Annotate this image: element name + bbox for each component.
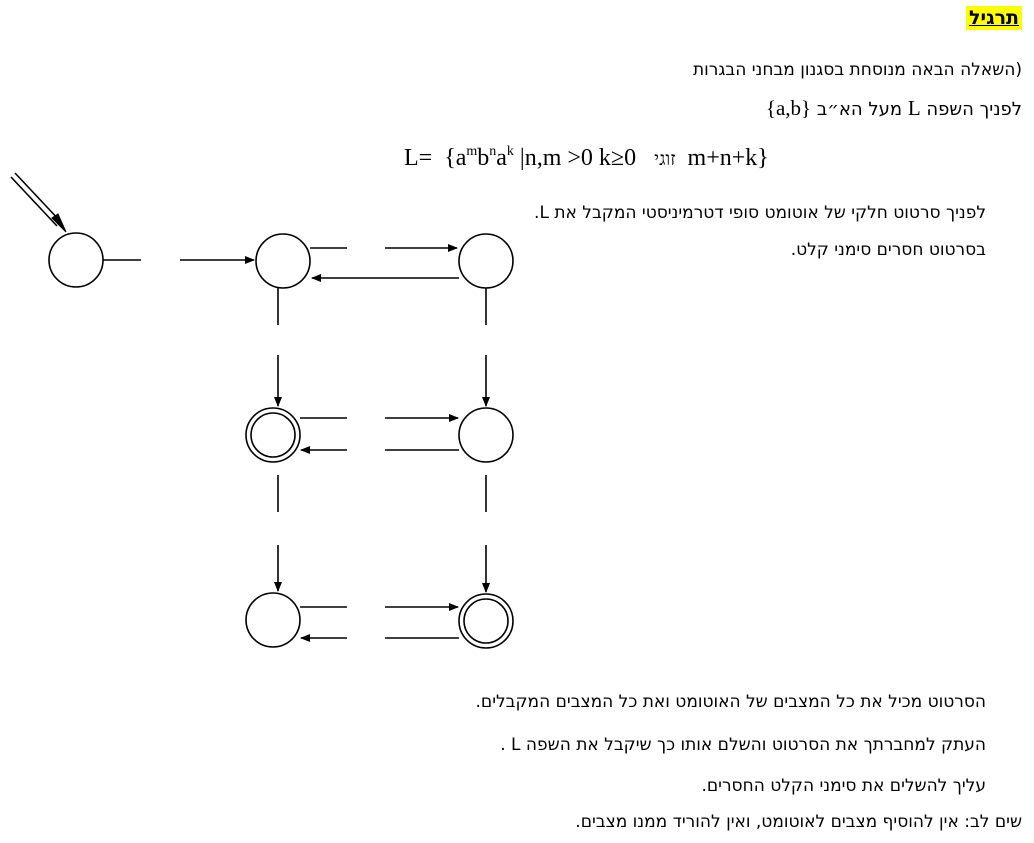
exercise-title: תרגיל bbox=[966, 6, 1022, 30]
state-r2c1-inner bbox=[250, 412, 296, 458]
formula-a: a bbox=[496, 145, 507, 171]
instruction-line-4: שים לב: אין להוסיף מצבים לאוטומט, ואין ל… bbox=[575, 812, 1022, 832]
state-r1c1 bbox=[255, 233, 311, 289]
alphabet-set: {a,b} bbox=[765, 96, 812, 120]
state-r2c2 bbox=[458, 407, 514, 463]
alphabet-prefix: לפניך השפה bbox=[926, 99, 1022, 120]
alphabet-line: לפניך השפה L מעל הא״ב {a,b} bbox=[766, 96, 1022, 121]
alphabet-middle: מעל הא״ב bbox=[816, 99, 903, 120]
formula-lhs: L= bbox=[404, 145, 433, 171]
language-formula: L= {ambnak |n,m >0 k≥0 זוגי m+n+k} bbox=[404, 144, 769, 172]
intro-line: (השאלה הבאה מנוסחת בסגנון מבחני הבגרות bbox=[692, 60, 1022, 80]
state-r3c2-inner bbox=[463, 598, 509, 644]
state-r3c2-accepting bbox=[458, 593, 514, 649]
formula-condition: |n,m >0 k≥0 bbox=[519, 145, 637, 171]
state-r1c2 bbox=[458, 233, 514, 289]
instruction-line-3: עליך להשלים את סימני הקלט החסרים. bbox=[701, 776, 986, 796]
state-start bbox=[48, 232, 104, 288]
description-line-1: לפניך סרטוט חלקי של אוטומט סופי דטרמיניס… bbox=[534, 203, 986, 223]
formula-exp-k: k bbox=[506, 144, 514, 159]
formula-even-word: זוגי bbox=[654, 149, 676, 170]
formula-sum: m+n+k} bbox=[687, 145, 769, 171]
formula-exp-m: m bbox=[466, 144, 478, 159]
formula-open: {a bbox=[444, 145, 467, 171]
formula-exp-n: n bbox=[489, 144, 497, 159]
state-r2c1-accepting bbox=[245, 407, 301, 463]
description-line-2: בסרטוט חסרים סימני קלט. bbox=[790, 240, 986, 260]
start-arrow bbox=[10, 172, 67, 233]
instruction-line-1: הסרטוט מכיל את כל המצבים של האוטומט ואת … bbox=[475, 692, 986, 712]
formula-b: b bbox=[477, 145, 490, 171]
instruction-line-2: העתק למחברתך את הסרטוט והשלם אותו כך שיק… bbox=[500, 735, 986, 755]
state-r3c1 bbox=[245, 592, 301, 648]
language-symbol: L bbox=[907, 96, 921, 120]
